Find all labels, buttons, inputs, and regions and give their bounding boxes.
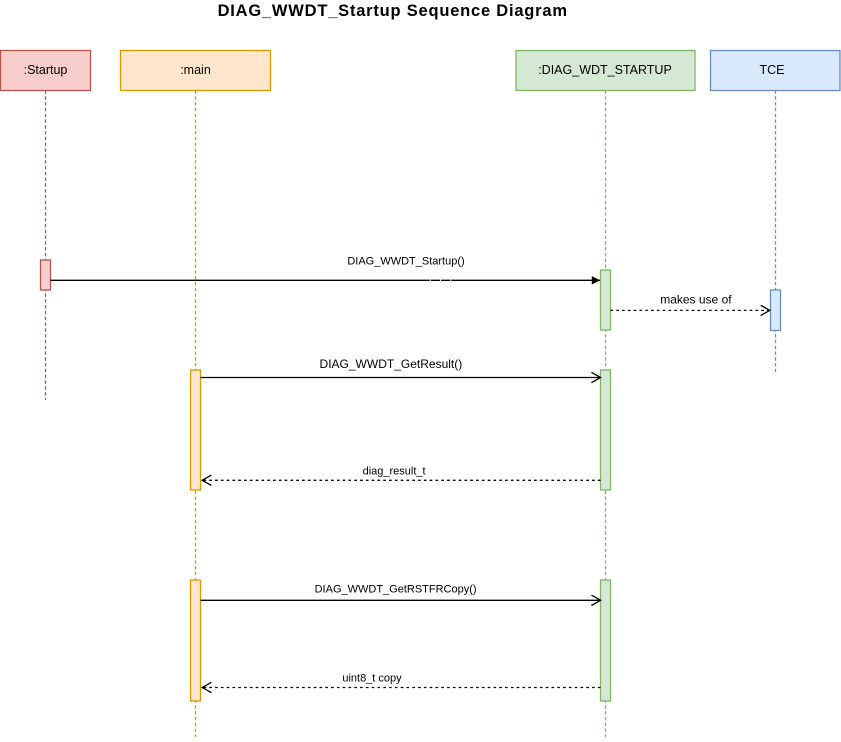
svg-text:DIAG_WWDT_GetRSTFRCopy(): DIAG_WWDT_GetRSTFRCopy()	[315, 584, 477, 596]
svg-text::main: :main	[180, 63, 211, 77]
svg-text:makes use of: makes use of	[660, 292, 732, 306]
svg-text:uint8_t copy: uint8_t copy	[342, 673, 402, 685]
svg-text:DIAG_WWDT_Startup Sequence Dia: DIAG_WWDT_Startup Sequence Diagram	[218, 2, 568, 20]
svg-text::DIAG_WDT_STARTUP: :DIAG_WDT_STARTUP	[538, 63, 672, 77]
svg-text:diag_result_t: diag_result_t	[363, 465, 426, 477]
svg-text:DIAG_WWDT_Startup(): DIAG_WWDT_Startup()	[347, 256, 464, 268]
svg-text::Startup: :Startup	[24, 63, 68, 77]
svg-text:DIAG_WWDT_GetResult(): DIAG_WWDT_GetResult()	[320, 357, 463, 371]
svg-text:TCE: TCE	[760, 63, 785, 77]
